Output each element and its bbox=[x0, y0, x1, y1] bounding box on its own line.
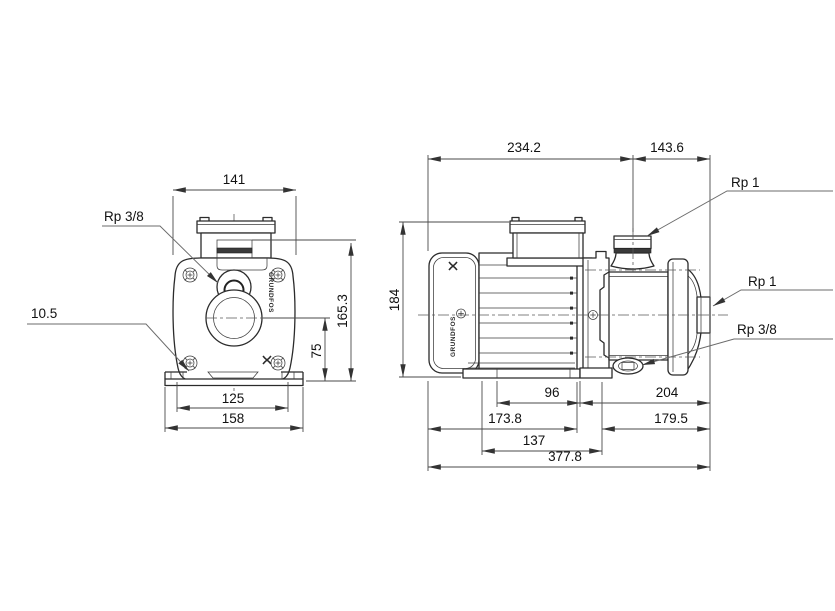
front-terminal-box-recess bbox=[216, 239, 268, 271]
brand-text-side: GRUNDFOS bbox=[450, 316, 457, 357]
screw-icon bbox=[456, 308, 466, 319]
side-centerlines bbox=[418, 228, 728, 358]
dim-label: 96 bbox=[544, 385, 559, 400]
dim-label: 204 bbox=[656, 385, 679, 400]
dim-label: 165.3 bbox=[335, 294, 350, 328]
drain-plug bbox=[612, 357, 644, 375]
side-dim-bottom: 96 204 173.8 179.5 137 377.8 bbox=[427, 381, 711, 471]
chamber-sleeve bbox=[608, 271, 669, 361]
dim-label: 184 bbox=[387, 288, 402, 311]
front-main-port bbox=[205, 289, 263, 347]
side-dim-top: 234.2 143.6 bbox=[427, 140, 711, 471]
dim-label: 173.8 bbox=[488, 411, 522, 426]
dim-label: 377.8 bbox=[548, 449, 582, 464]
front-bottom-boss bbox=[207, 371, 259, 379]
drain-port-callout: Rp 3/8 bbox=[641, 322, 833, 366]
dim-label: 143.6 bbox=[650, 140, 684, 155]
dim-label: 179.5 bbox=[654, 411, 688, 426]
suction-port-callout: Rp 1 bbox=[712, 274, 833, 307]
front-foot-hole-callout: 10.5 bbox=[27, 306, 190, 372]
dim-label: 10.5 bbox=[31, 306, 57, 321]
motor-stator bbox=[468, 252, 578, 374]
discharge-port-callout: Rp 1 bbox=[646, 175, 833, 237]
side-view: GRUNDFOS 234.2 143.6 184 bbox=[387, 140, 833, 471]
grundfos-logo-icon bbox=[262, 355, 272, 365]
discharge-port bbox=[610, 235, 655, 270]
dim-label: 141 bbox=[223, 172, 246, 187]
dim-label: 234.2 bbox=[507, 140, 541, 155]
front-dim-overall-height: 165.3 bbox=[252, 239, 356, 382]
dim-label: 158 bbox=[222, 411, 245, 426]
dim-label: 125 bbox=[222, 391, 245, 406]
port-label: Rp 3/8 bbox=[737, 322, 777, 337]
side-feet bbox=[462, 367, 613, 379]
brand-text-front: GRUNDFOS bbox=[267, 272, 274, 313]
front-dim-base-width: 158 bbox=[164, 387, 304, 432]
screw-icon bbox=[270, 267, 286, 283]
front-dim-port-height: 75 bbox=[263, 317, 330, 382]
side-terminal-box bbox=[506, 216, 593, 267]
front-dim-slot-span: 125 bbox=[176, 382, 289, 412]
screw-icon bbox=[182, 267, 198, 283]
dim-label: 75 bbox=[309, 343, 324, 358]
port-label: Rp 1 bbox=[731, 175, 760, 190]
dim-label: 137 bbox=[523, 433, 546, 448]
port-label: Rp 3/8 bbox=[104, 209, 144, 224]
front-gauge-port-callout: Rp 3/8 bbox=[102, 209, 219, 284]
grundfos-logo-icon bbox=[448, 261, 458, 271]
front-baseplate bbox=[164, 371, 304, 387]
suction-end-dome bbox=[667, 258, 703, 376]
side-dim-height: 184 bbox=[387, 221, 509, 378]
front-view: GRUNDFOS 141 165.3 75 1 bbox=[27, 172, 356, 432]
front-dim-width: 141 bbox=[172, 172, 297, 255]
port-label: Rp 1 bbox=[748, 274, 777, 289]
